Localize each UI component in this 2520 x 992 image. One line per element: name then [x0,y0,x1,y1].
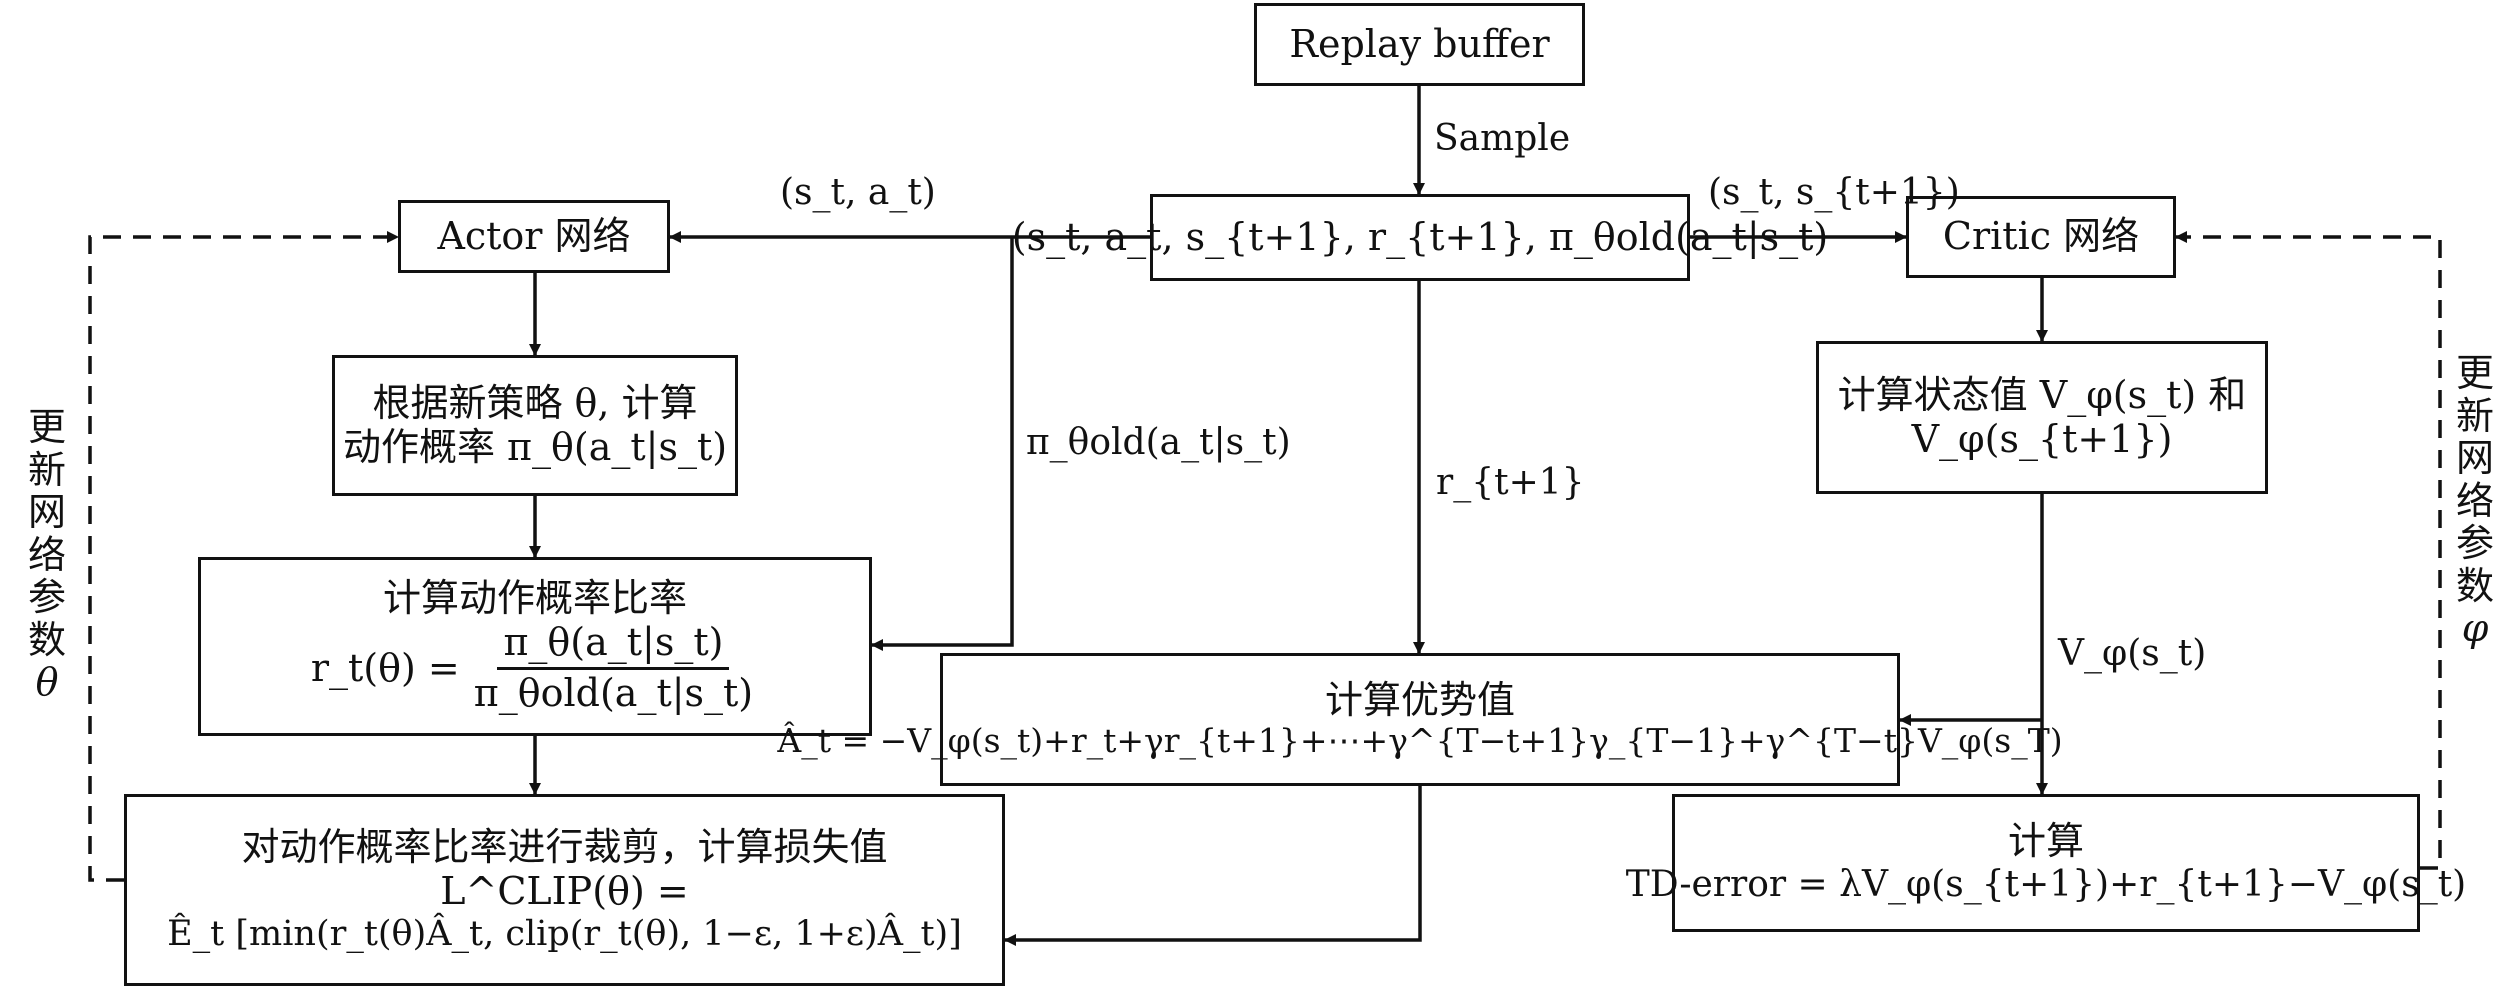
advantage-formula: Â_t = −V_φ(s_t)+r_t+γr_{t+1}+⋯+γ^{T−t+1}… [777,721,2063,761]
advantage-title: 计算优势值 [1324,677,1515,722]
compute-prob-line2: 动作概率 π_θ(a_t|s_t) [342,424,728,469]
state-value-node: 计算状态值 V_φ(s_t) 和 V_φ(s_{t+1}) [1816,341,2268,494]
td-formula: TD-error = λV_φ(s_{t+1})+r_{t+1}−V_φ(s_t… [1625,864,2467,906]
clip-loss-node: 对动作概率比率进行裁剪，计算损失值 L^CLIP(θ) = Ê_t [min(r… [124,794,1005,986]
actor-network-label: Actor 网络 [437,213,631,258]
edge-label-sample: Sample [1434,118,1571,159]
state-value-line2: V_φ(s_{t+1}) [1911,416,2173,461]
actor-network-node: Actor 网络 [398,200,670,273]
ratio-node: 计算动作概率比率 r_t(θ) = π_θ(a_t|s_t) π_θold(a_… [198,557,872,736]
replay-buffer-node: Replay buffer [1254,3,1585,86]
td-title: 计算 [2007,819,2084,864]
update-critic-char: 新 [2456,393,2495,438]
clip-line2: L^CLIP(θ) = [440,868,689,913]
update-actor-char: 新 [28,447,67,492]
update-actor-char: 数 [28,617,67,662]
update-actor-char: 更 [28,405,67,449]
edge-label-pi-old: π_θold(a_t|s_t) [1026,422,1291,463]
edge-advantage-to-clip [1004,786,1422,946]
edge-label-reward: r_{t+1} [1436,462,1585,503]
td-error-node: 计算 TD-error = λV_φ(s_{t+1})+r_{t+1}−V_φ(… [1626,794,2466,932]
update-critic-char: φ [2461,606,2489,651]
compute-prob-node: 根据新策略 θ, 计算 动作概率 π_θ(a_t|s_t) [332,355,738,496]
edge-label-to-critic: (s_t, s_{t+1}) [1708,172,1960,213]
update-critic-char: 数 [2456,563,2495,608]
edge-label-to-actor: (s_t, a_t) [780,172,936,213]
update-actor-char: 参 [28,575,67,620]
sample-tuple-label: (s_t, a_t, s_{t+1}, r_{t+1}, π_θold(a_t|… [1011,214,1829,259]
replay-buffer-label: Replay buffer [1289,21,1550,66]
update-actor-char: θ [35,660,59,705]
update-critic-char: 更 [2456,351,2495,395]
ratio-denominator: π_θold(a_t|s_t) [473,670,754,715]
clip-line3: Ê_t [min(r_t(θ)Â_t, clip(r_t(θ), 1−ε, 1+… [167,913,962,954]
ratio-formula: r_t(θ) = π_θ(a_t|s_t) π_θold(a_t|s_t) [310,620,759,715]
edge-update-critic [2175,231,2442,870]
update-critic-char: 网 [2456,436,2495,481]
compute-prob-line1: 根据新策略 θ, 计算 [372,380,698,425]
update-actor-char: 络 [28,532,67,577]
state-value-line1: 计算状态值 V_φ(s_t) 和 [1837,372,2247,417]
update-actor-char: 网 [28,490,67,535]
update-critic-char: 参 [2456,521,2495,566]
ratio-numerator: π_θ(a_t|s_t) [497,620,730,670]
ratio-title: 计算动作概率比率 [382,576,687,621]
edge-pi-old [871,237,1014,651]
edge-update-actor [88,231,399,882]
ratio-fraction: π_θ(a_t|s_t) π_θold(a_t|s_t) [468,620,759,715]
clip-line1: 对动作概率比率进行裁剪，计算损失值 [241,825,888,870]
update-actor-params-label: 更 新 网 络 参 数 θ [28,406,66,704]
edge-label-value: V_φ(s_t) [2058,633,2207,674]
critic-network-node: Critic 网络 [1906,196,2176,278]
advantage-node: 计算优势值 Â_t = −V_φ(s_t)+r_t+γr_{t+1}+⋯+γ^{… [777,653,2063,786]
critic-network-label: Critic 网络 [1942,214,2140,259]
ratio-lhs: r_t(θ) = [310,645,460,690]
update-critic-params-label: 更 新 网 络 参 数 φ [2456,352,2494,650]
update-critic-char: 络 [2456,478,2495,523]
sample-tuple-node: (s_t, a_t, s_{t+1}, r_{t+1}, π_θold(a_t|… [1012,194,1828,281]
